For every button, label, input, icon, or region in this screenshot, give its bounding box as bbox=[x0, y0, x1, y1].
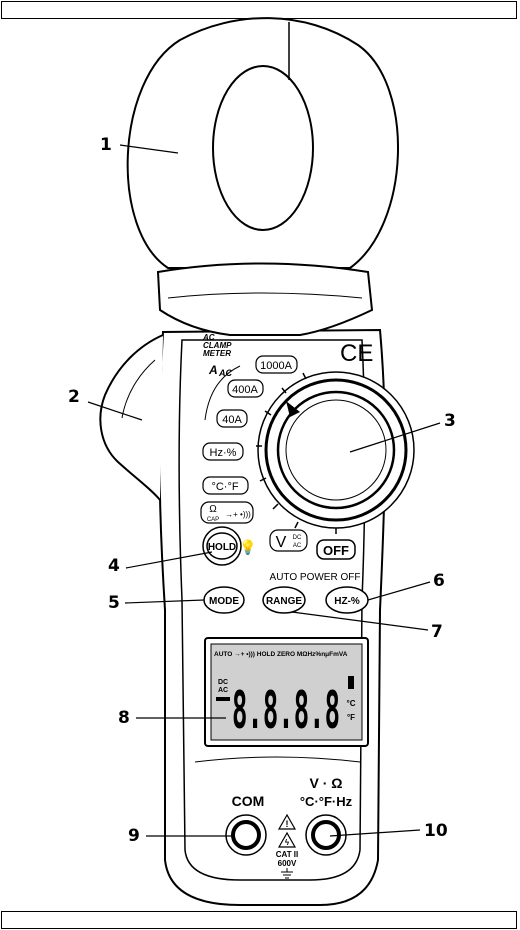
range-v[interactable]: V bbox=[276, 534, 287, 551]
com-label: COM bbox=[232, 793, 265, 809]
callout-4: 4 bbox=[108, 556, 120, 576]
range-button[interactable] bbox=[262, 586, 306, 614]
callout-2: 2 bbox=[68, 387, 80, 407]
lcd-dc: DC bbox=[218, 679, 228, 686]
mode-button-label: MODE bbox=[209, 596, 239, 607]
callout-6: 6 bbox=[433, 571, 445, 591]
v-ohm-label: V · Ω bbox=[309, 775, 342, 791]
lcd-ac: AC bbox=[218, 687, 228, 694]
lcd-battery-icon bbox=[348, 676, 354, 689]
clamp-opening bbox=[212, 65, 314, 231]
callout-8: 8 bbox=[118, 708, 130, 728]
range-400a-box bbox=[227, 379, 264, 398]
model-title-line3: METER bbox=[203, 349, 231, 358]
trigger-lever[interactable] bbox=[99, 334, 164, 501]
callout-1: 1 bbox=[100, 135, 112, 155]
range-40a[interactable]: 40A bbox=[222, 414, 242, 426]
callout-9: 9 bbox=[128, 826, 140, 846]
range-ohm-box bbox=[200, 501, 254, 524]
callout-7: 7 bbox=[431, 622, 443, 642]
trigger-lever-inner bbox=[121, 359, 156, 419]
range-hz-box bbox=[202, 442, 244, 461]
jaw-guard bbox=[156, 262, 374, 336]
range-400a[interactable]: 400A bbox=[232, 384, 258, 396]
lcd-digits: 8.8.8.8 bbox=[232, 681, 340, 741]
backlight-icon: 💡 bbox=[239, 539, 256, 556]
dial-pointer-icon bbox=[286, 401, 300, 417]
hold-button-label: HOLD bbox=[208, 542, 236, 553]
temp-hz-label: °C·°F·Hz bbox=[300, 794, 353, 809]
ground-icon bbox=[281, 868, 293, 879]
callout-5: 5 bbox=[108, 593, 120, 613]
range-v-ac: AC bbox=[293, 543, 302, 549]
lcd-screen bbox=[210, 643, 363, 741]
warning-icon bbox=[277, 813, 297, 830]
hazard-icon-mark: ϟ bbox=[285, 838, 290, 847]
range-40a-box bbox=[216, 409, 248, 428]
model-title-line2: CLAMP bbox=[203, 341, 232, 350]
dial-tick-marks bbox=[256, 372, 337, 534]
hz-button-label: HZ-% bbox=[334, 596, 360, 607]
aac-label: A bbox=[208, 363, 218, 377]
footer-frame bbox=[1, 911, 517, 929]
range-v-dc: DC bbox=[293, 535, 302, 541]
range-diode-continuity: →+ •))) bbox=[225, 510, 251, 519]
range-hz[interactable]: Hz·% bbox=[210, 447, 237, 459]
cat-label: CAT II bbox=[276, 850, 299, 859]
range-temp-box bbox=[202, 476, 249, 495]
range-temp[interactable]: °C·°F bbox=[211, 481, 238, 493]
jack-panel-top bbox=[194, 756, 361, 763]
range-1000a-box bbox=[255, 355, 298, 374]
hazard-icon bbox=[277, 831, 297, 848]
range-button-label: RANGE bbox=[266, 596, 302, 607]
auto-power-off-label: AUTO POWER OFF bbox=[270, 572, 361, 583]
range-1000a[interactable]: 1000A bbox=[260, 360, 292, 372]
range-ohm[interactable]: Ω bbox=[209, 504, 217, 515]
voltage-label: 600V bbox=[278, 859, 297, 868]
callout-leaders bbox=[87, 144, 441, 837]
hold-button[interactable] bbox=[206, 532, 238, 560]
aac-bracket bbox=[204, 365, 241, 421]
callout-10: 10 bbox=[424, 821, 448, 841]
lcd-minus-sign bbox=[216, 697, 230, 701]
aac-sub-label: AC bbox=[218, 368, 232, 378]
lcd-degf: °F bbox=[347, 713, 355, 722]
callout-3: 3 bbox=[444, 411, 456, 431]
warning-icon-mark: ! bbox=[286, 819, 289, 829]
v-jack[interactable] bbox=[311, 820, 341, 850]
lcd-annunciators: AUTO →+ •))) HOLD ZERO MΩHz%nμFmVA bbox=[214, 651, 348, 658]
rotary-dial-knob[interactable] bbox=[276, 390, 396, 510]
com-jack[interactable] bbox=[231, 820, 261, 850]
jaw-guard-inner bbox=[167, 292, 363, 299]
range-cap: CAP bbox=[207, 517, 219, 523]
off-label[interactable]: OFF bbox=[323, 543, 349, 558]
rotary-dial-knob-inner bbox=[285, 399, 387, 501]
ce-mark: CE bbox=[340, 340, 373, 367]
lcd-degc: °C bbox=[347, 699, 356, 708]
range-v-box bbox=[269, 529, 308, 552]
off-box bbox=[316, 539, 356, 560]
model-title-line1: AC bbox=[202, 333, 215, 342]
